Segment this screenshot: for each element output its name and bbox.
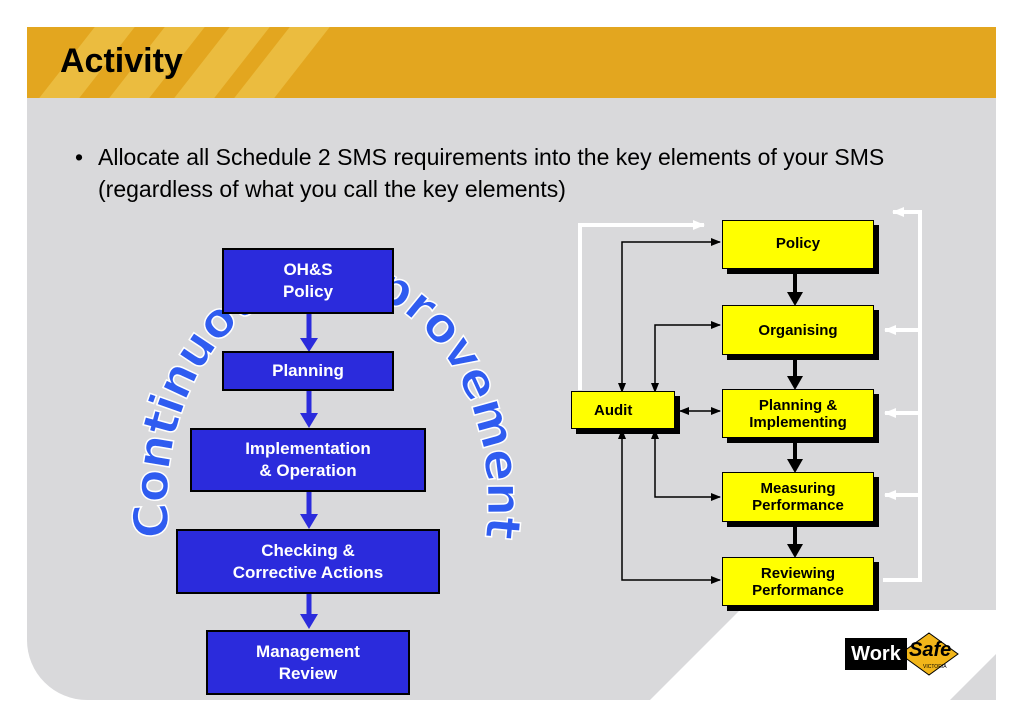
box-management-review: Management Review bbox=[206, 630, 410, 695]
worksafe-logo: Work Safe VICTORIA bbox=[845, 630, 975, 678]
feedback-loops bbox=[578, 207, 922, 582]
box-measuring-performance: Measuring Performance bbox=[722, 472, 874, 522]
box-checking-corrective-actions: Checking & Corrective Actions bbox=[176, 529, 440, 594]
box-ohs-policy: OH&S Policy bbox=[222, 248, 394, 314]
box-audit: Audit bbox=[571, 391, 675, 429]
box-planning: Planning bbox=[222, 351, 394, 391]
logo-diamond-shape bbox=[899, 632, 959, 676]
left-arrows bbox=[300, 313, 318, 629]
logo-sub-text: VICTORIA bbox=[923, 664, 947, 670]
box-implementation-operation: Implementation & Operation bbox=[190, 428, 426, 492]
flow-arrowheads bbox=[787, 292, 803, 558]
audit-connectors bbox=[618, 238, 721, 584]
box-planning-implementing: Planning & Implementing bbox=[722, 389, 874, 438]
bullet-dot: • bbox=[75, 144, 84, 170]
logo-safe-text: Safe bbox=[909, 639, 952, 661]
slide-title: Activity bbox=[60, 42, 183, 80]
box-organising: Organising bbox=[722, 305, 874, 355]
box-policy: Policy bbox=[722, 220, 874, 269]
logo-work-text: Work bbox=[845, 638, 907, 670]
bullet-text: Allocate all Schedule 2 SMS requirements… bbox=[98, 144, 885, 202]
box-reviewing-performance: Reviewing Performance bbox=[722, 557, 874, 606]
title-bar bbox=[27, 27, 996, 98]
